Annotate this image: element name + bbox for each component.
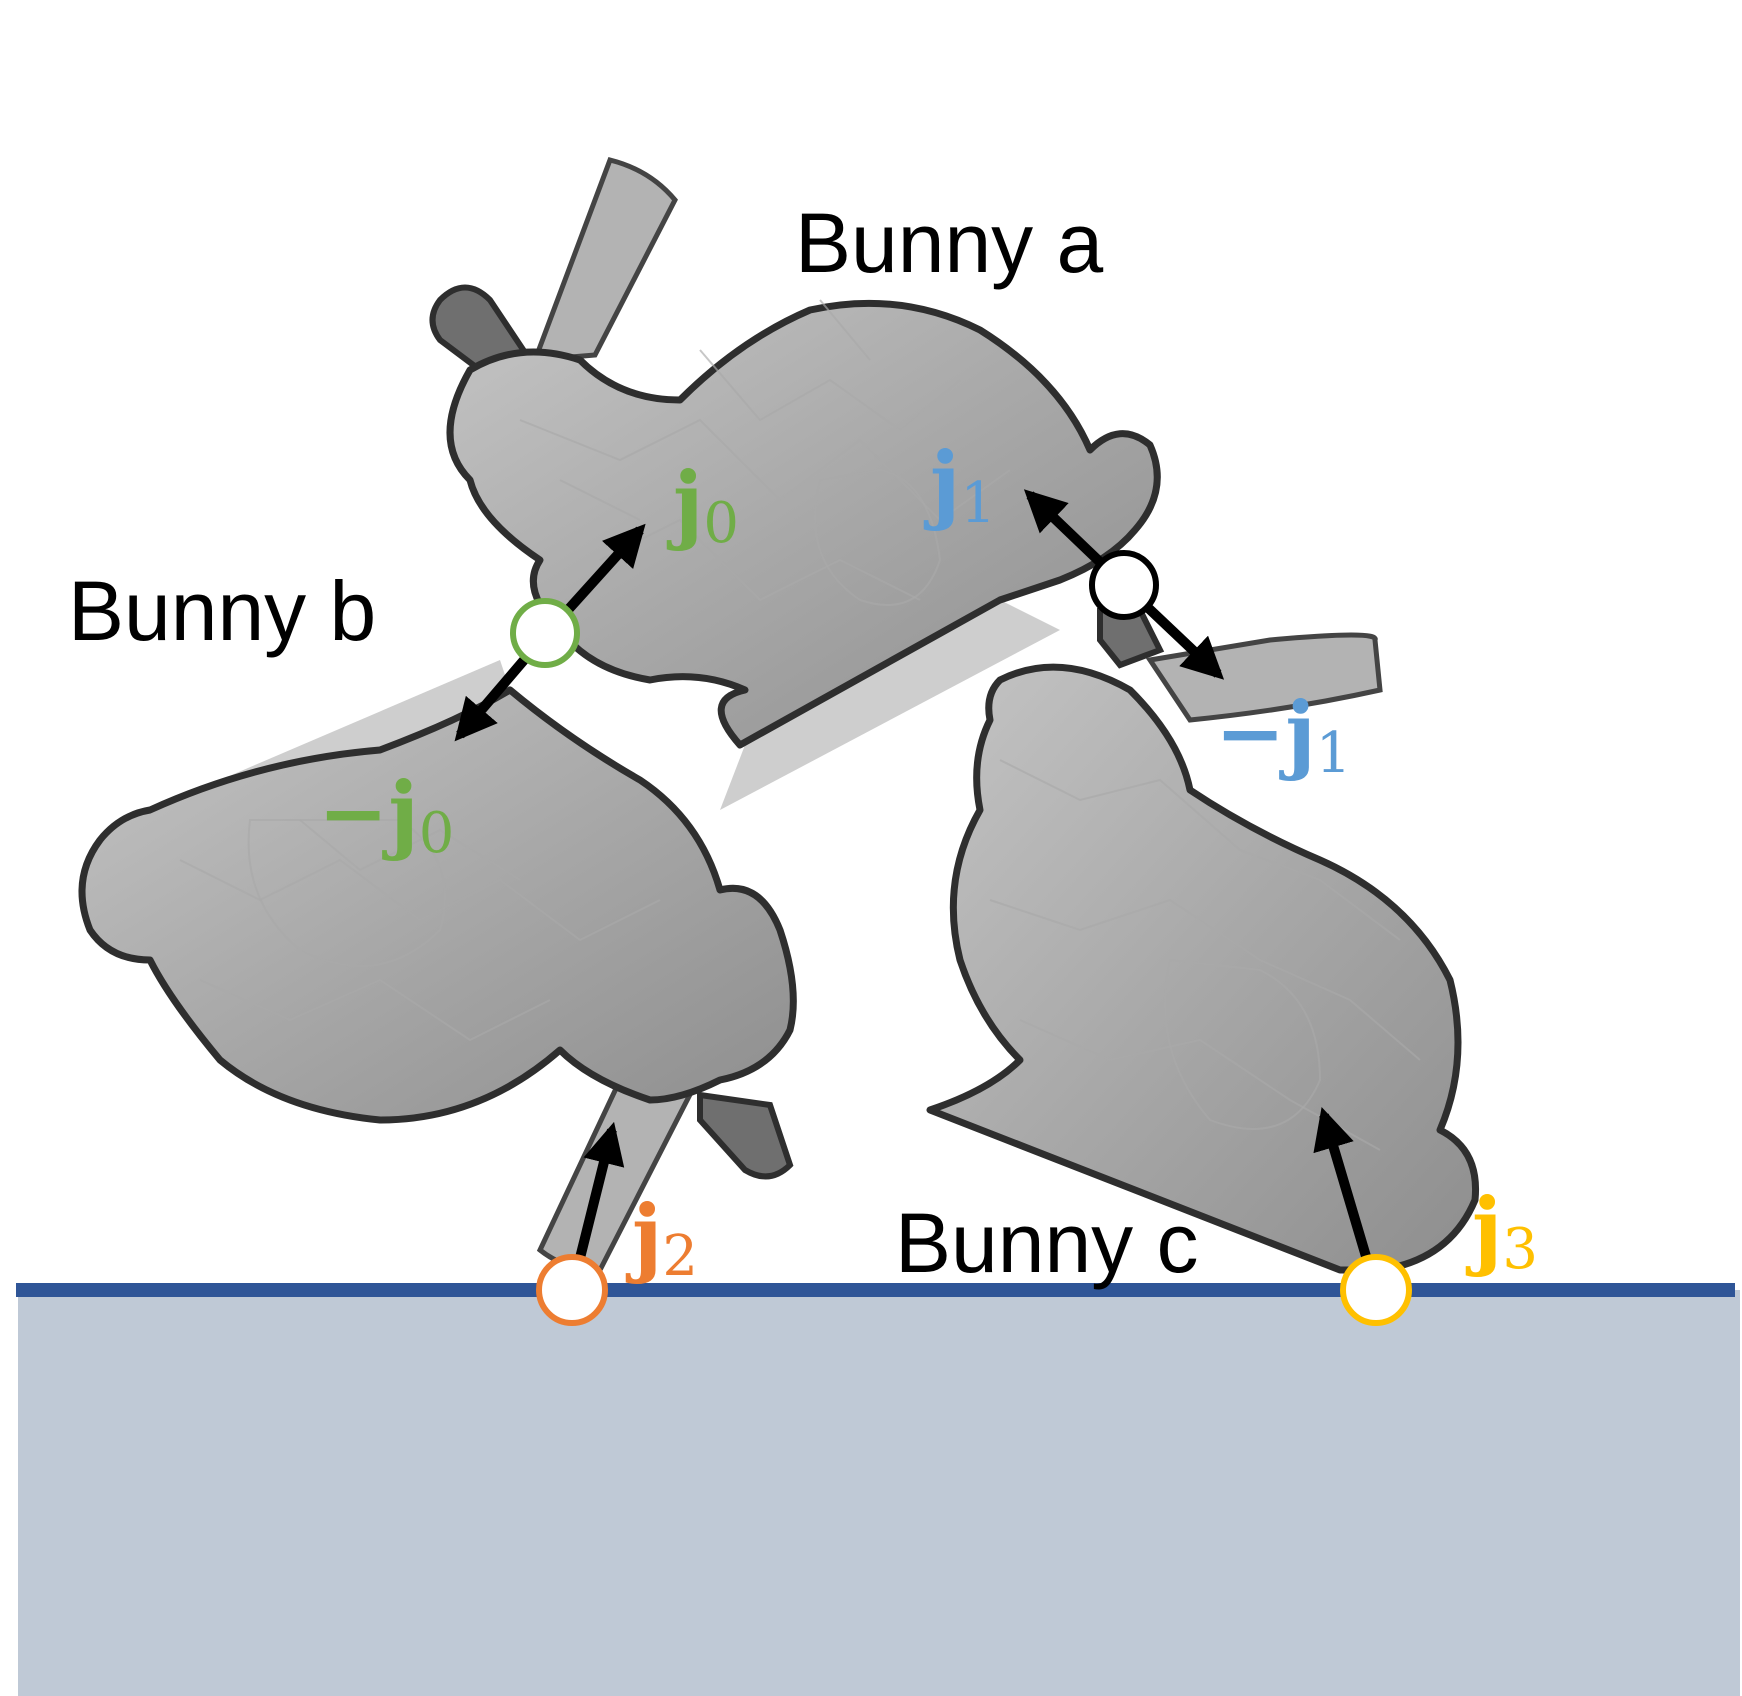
impulse-label-j2: j2 [625,1186,698,1289]
contact-point-b-ground [536,1254,608,1326]
contact-point-ab [510,598,580,668]
impulse-label-j1: j1 [923,433,996,536]
impulse-label-neg-j1: −j1 [1215,683,1351,786]
impulse-label-neg-j0: −j0 [318,763,454,866]
bunny-c-mesh [926,602,1480,1274]
bunny-c-label: Bunny c [895,1196,1199,1290]
impulse-label-j0: j0 [666,453,739,556]
bunny-a-label: Bunny a [795,196,1104,290]
bunny-b-label: Bunny b [68,564,376,658]
contact-point-c-ground [1340,1254,1412,1326]
impulse-label-j3: j3 [1465,1179,1538,1282]
contact-point-ac [1089,550,1159,620]
bunny-a-mesh [429,157,1161,810]
bunny-b-mesh [78,660,797,1273]
ground-plane [18,1290,1740,1696]
